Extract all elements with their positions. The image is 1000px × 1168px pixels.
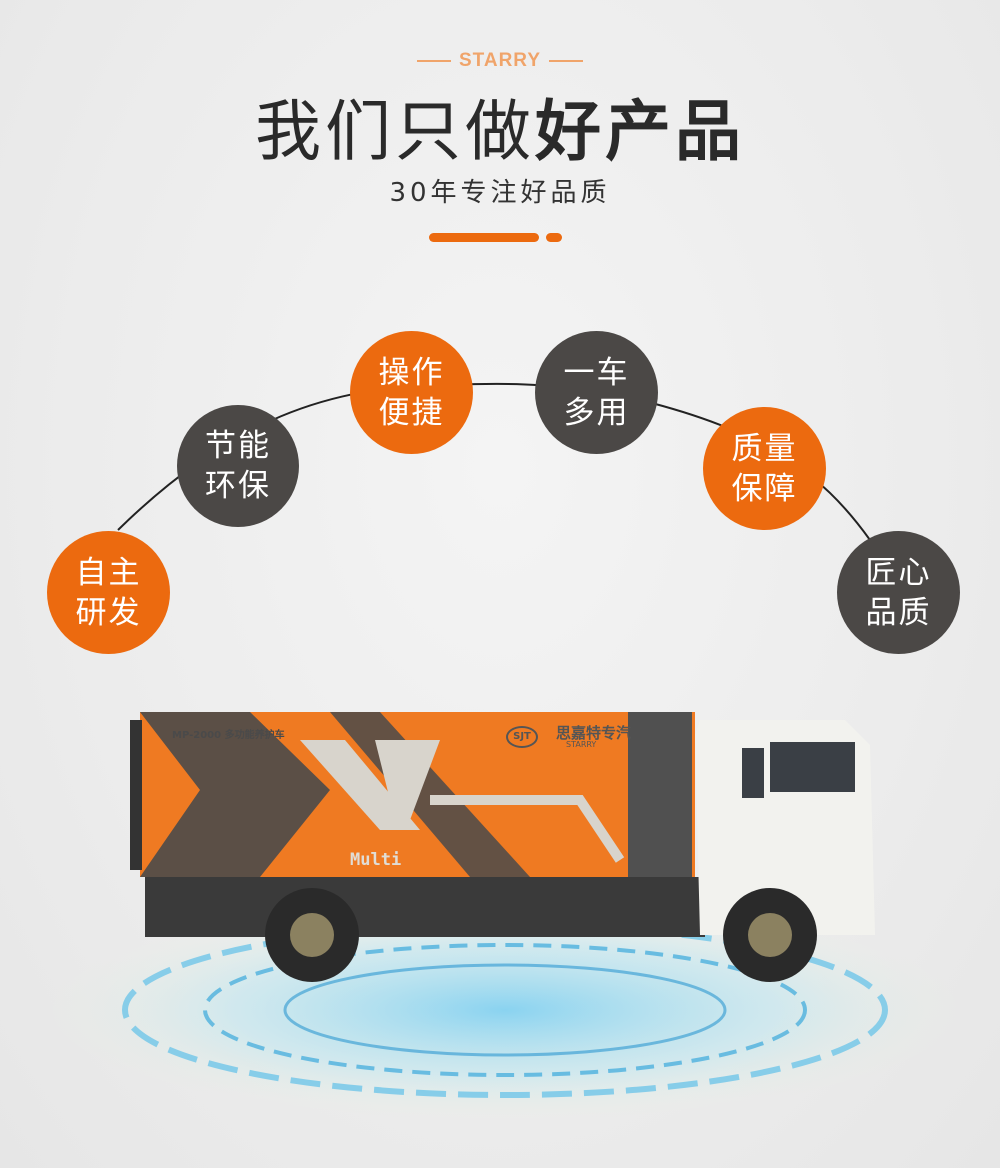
feature-text: 自主 — [75, 554, 142, 591]
accent-bar — [429, 233, 539, 242]
feature-easy-operation: 操作便捷 — [350, 331, 473, 454]
feature-text: 一车 — [563, 354, 630, 391]
truck-side-text: Multi — [350, 850, 402, 870]
feature-text: 品质 — [865, 594, 932, 631]
subtitle: 30年专注好品质 — [389, 178, 611, 208]
brand-tagline: STARRY — [0, 50, 1000, 72]
divider — [549, 59, 583, 62]
feature-craftsmanship: 匠心品质 — [837, 531, 960, 654]
feature-independent-rd: 自主研发 — [47, 531, 170, 654]
feature-text: 节能 — [205, 428, 271, 464]
truck-model-label: MP-2000 多功能养护车 — [172, 730, 285, 741]
feature-text: 环保 — [205, 468, 271, 504]
truck-maker-en: STARRY — [566, 740, 597, 749]
truck-logo: SJT — [506, 726, 538, 748]
title-normal: 我们只做 — [255, 93, 535, 170]
page-title: 我们只做好产品 — [0, 78, 1000, 174]
feature-multi-use: 一车多用 — [535, 331, 658, 454]
truck-image — [130, 712, 875, 982]
feature-energy-saving: 节能环保 — [177, 405, 299, 527]
brand-text: STARRY — [459, 50, 541, 71]
feature-text: 操作 — [378, 354, 445, 391]
truck-maker: 思嘉特专汽 — [556, 724, 632, 742]
accent-dot — [546, 233, 562, 242]
feature-text: 研发 — [75, 594, 142, 631]
divider — [417, 59, 451, 62]
feature-text: 便捷 — [378, 394, 445, 431]
feature-text: 匠心 — [865, 554, 932, 591]
feature-text: 质量 — [731, 430, 798, 467]
title-bold: 好产品 — [535, 93, 745, 170]
feature-text: 保障 — [731, 470, 798, 507]
feature-quality-assurance: 质量保障 — [703, 407, 826, 530]
feature-text: 多用 — [563, 394, 630, 431]
